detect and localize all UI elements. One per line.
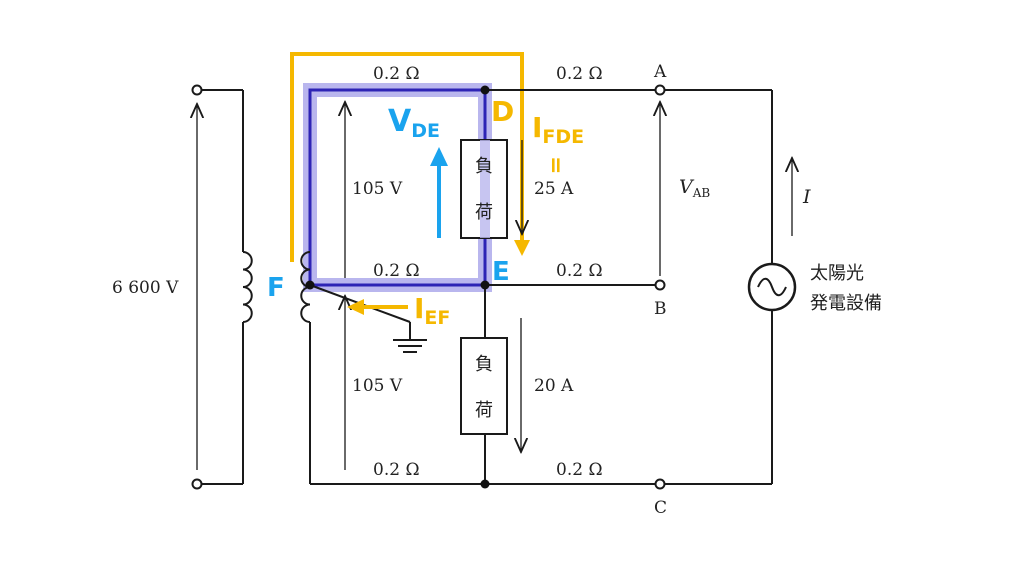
terminal-c bbox=[654, 478, 666, 490]
res-mid-right: 0.2 Ω bbox=[556, 261, 603, 281]
terminal-b bbox=[654, 279, 666, 291]
node-e-label: E bbox=[492, 257, 510, 287]
load-upper-char2: 荷 bbox=[475, 202, 493, 223]
source-voltage-label: 6 600 V bbox=[112, 278, 179, 298]
ac-source-icon bbox=[747, 262, 797, 312]
terminal-a-label: A bbox=[653, 62, 667, 82]
load-lower-char2: 荷 bbox=[475, 400, 493, 421]
node-d-dot bbox=[480, 85, 490, 95]
res-top-right: 0.2 Ω bbox=[556, 64, 603, 84]
primary-side bbox=[193, 84, 253, 490]
load-lower-box bbox=[460, 337, 508, 435]
generator-label-line1: 太陽光 bbox=[810, 263, 864, 284]
terminal-c-label: C bbox=[654, 498, 667, 518]
ief-arrow bbox=[347, 299, 408, 315]
res-bottom-left: 0.2 Ω bbox=[373, 460, 420, 480]
node-d-label: D bbox=[491, 95, 514, 128]
load-upper-current: 25 A bbox=[534, 179, 574, 199]
node-bottom-dot bbox=[480, 479, 490, 489]
res-top-left: 0.2 Ω bbox=[373, 64, 420, 84]
load-lower-current: 20 A bbox=[534, 376, 574, 396]
load-lower-char1: 負 bbox=[475, 354, 493, 375]
terminal-a bbox=[654, 84, 666, 96]
terminal-b-label: B bbox=[654, 299, 667, 319]
load-upper-char1: 負 bbox=[475, 156, 493, 177]
ifde-label: IFDE bbox=[532, 111, 584, 148]
generator-label-line2: 発電設備 bbox=[810, 293, 882, 314]
res-bottom-right: 0.2 Ω bbox=[556, 460, 603, 480]
res-mid-left: 0.2 Ω bbox=[373, 261, 420, 281]
secondary-voltage-upper: 105 V bbox=[352, 179, 403, 199]
node-f-label: F bbox=[267, 273, 285, 303]
secondary-voltage-lower: 105 V bbox=[352, 376, 403, 396]
vde-arrow bbox=[430, 147, 448, 238]
ground-symbol bbox=[309, 284, 427, 353]
ifde-equals-sign: = bbox=[543, 156, 568, 174]
vde-label: VDE bbox=[388, 104, 440, 142]
ifde-arrowhead bbox=[514, 240, 530, 256]
node-e-dot bbox=[480, 280, 490, 290]
current-symbol-label: I bbox=[802, 186, 811, 208]
ief-label: IEF bbox=[414, 292, 450, 329]
load-upper-tint bbox=[480, 140, 490, 238]
node-f-dot bbox=[305, 280, 315, 290]
vab-label: VAB bbox=[679, 176, 710, 200]
